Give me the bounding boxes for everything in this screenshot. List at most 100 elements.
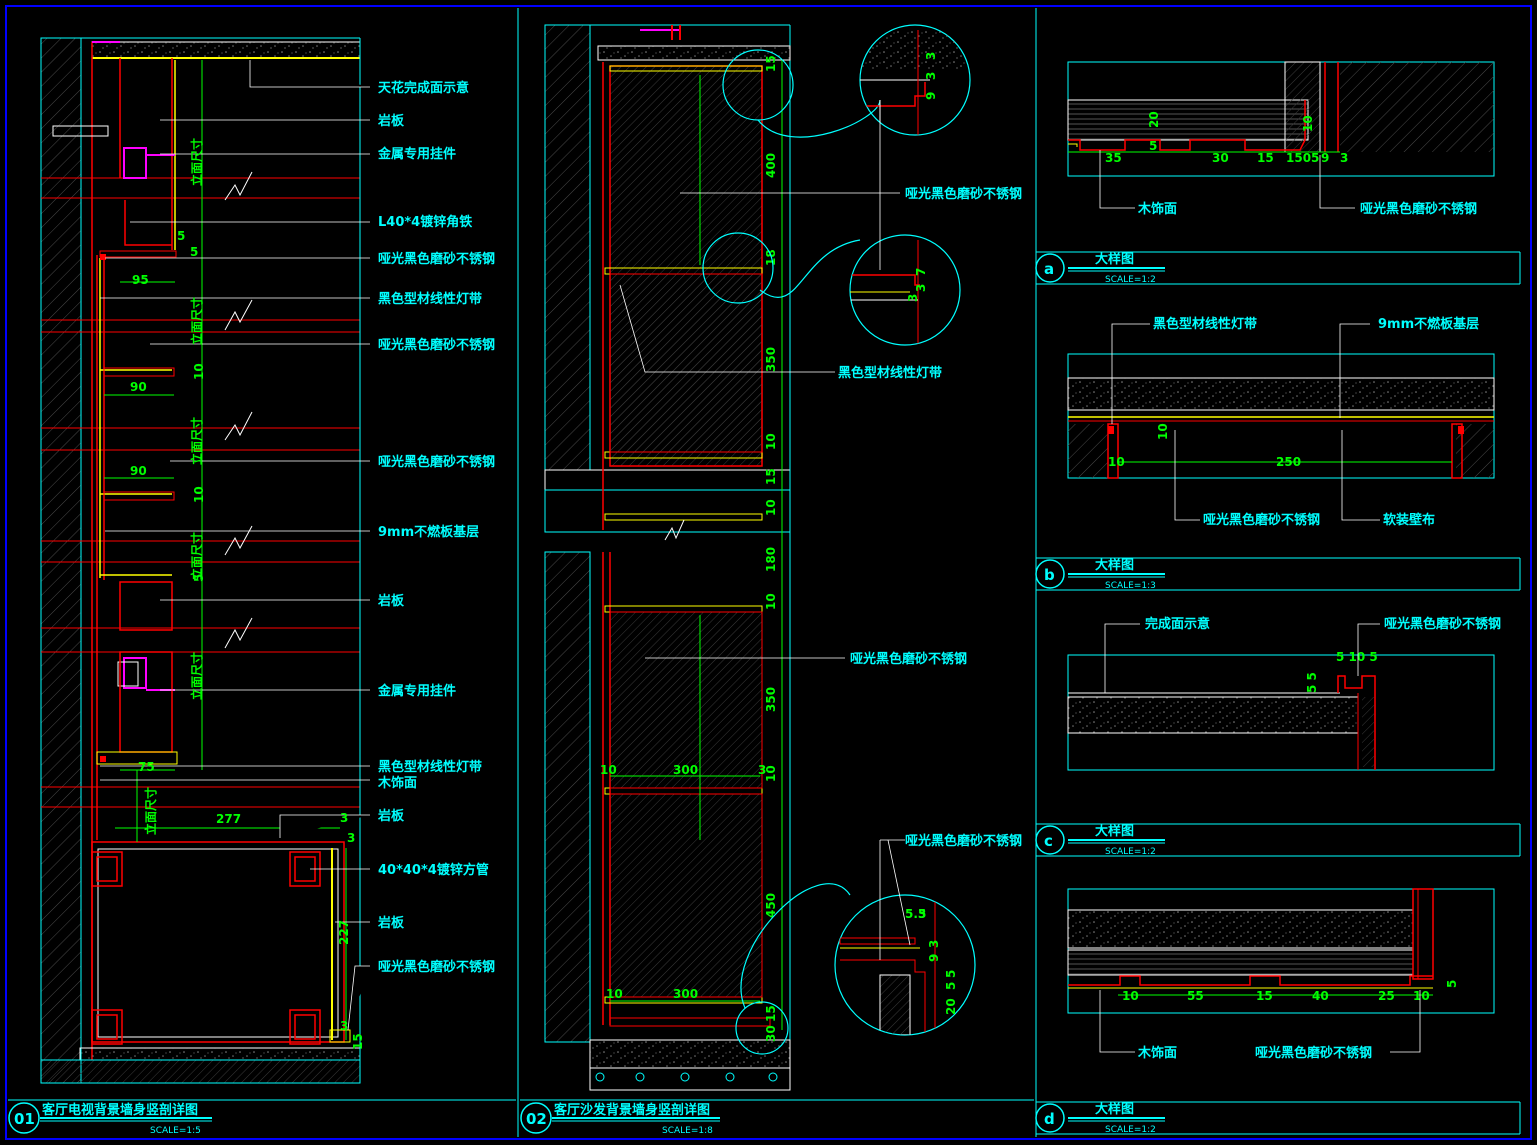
p1-label-13: 木饰面 xyxy=(377,775,417,791)
d-dim-1: 10 xyxy=(1122,989,1139,1003)
b-scale: SCALE=1:3 xyxy=(1105,581,1156,591)
b-letter: b xyxy=(1044,566,1055,584)
d-dim-4: 40 xyxy=(1312,989,1329,1003)
d-scale: SCALE=1:2 xyxy=(1105,1125,1156,1135)
p1-label-10: 岩板 xyxy=(377,593,405,609)
c-label-1: 完成面示意 xyxy=(1145,616,1210,632)
p1-title-number: 01 xyxy=(14,1110,35,1128)
c-scale: SCALE=1:2 xyxy=(1105,847,1156,857)
a-title: 大样图 xyxy=(1095,251,1134,267)
p1-dim-5: 90 xyxy=(130,380,147,394)
c-title: 大样图 xyxy=(1095,823,1134,839)
d-dim-7: 5 xyxy=(1445,980,1459,988)
panel-2-section: 15 400 18 350 10 15 10 180 10 350 10 450… xyxy=(520,24,1034,1136)
p2-det-dim-11: 5 xyxy=(944,970,958,978)
p1-dim-12: 227 xyxy=(337,920,351,945)
p1-label-16: 岩板 xyxy=(377,915,405,931)
p1-label-12: 黑色型材线性灯带 xyxy=(378,759,482,775)
p2-vdim-9: 10 xyxy=(764,593,778,610)
p2-hdim-1: 10 xyxy=(600,763,617,777)
p2-vdim-2: 400 xyxy=(764,153,778,178)
p1-dim-13: 3 xyxy=(340,1019,348,1033)
p1-label-2: 岩板 xyxy=(377,113,405,129)
d-dim-5: 25 xyxy=(1378,989,1395,1003)
p1-label-8: 哑光黑色磨砂不锈钢 xyxy=(378,454,495,470)
d-dim-2: 55 xyxy=(1187,989,1204,1003)
detail-b: 10 10 250 黑色型材线性灯带 9mm不燃板基层 哑光黑色磨砂不锈钢 软装… xyxy=(1035,316,1521,591)
p1-label-3: 金属专用挂件 xyxy=(377,146,456,162)
p2-det-dim-10: 9 xyxy=(927,954,941,962)
a-dim-6: 5 xyxy=(1311,151,1319,165)
a-label-1: 木饰面 xyxy=(1137,201,1177,217)
p2-label-2: 黑色型材线性灯带 xyxy=(838,365,942,381)
p2-vdim-14: 30 xyxy=(764,1025,778,1042)
p2-label-1: 哑光黑色磨砂不锈钢 xyxy=(905,186,1022,202)
p2-det-dim-7: 5.5 xyxy=(905,907,926,921)
p1-dim-4: 10 xyxy=(192,363,206,380)
a-dim-8: 3 xyxy=(1340,151,1348,165)
b-dim-1: 10 xyxy=(1108,455,1125,469)
sheet-border xyxy=(5,5,1532,1140)
p2-hdim-4: 10 xyxy=(606,987,623,1001)
p1-dim-6: 90 xyxy=(130,464,147,478)
a-dim-3: 30 xyxy=(1212,151,1229,165)
p1-label-7: 哑光黑色磨砂不锈钢 xyxy=(378,337,495,353)
p1-title: 客厅电视背景墙身竖剖详图 xyxy=(42,1102,198,1118)
p1-dim-15: 3 xyxy=(347,831,355,845)
a-scale: SCALE=1:2 xyxy=(1105,275,1156,285)
p1-elev-1: 立面尺寸 xyxy=(189,138,204,186)
p2-det-dim-4: 7 xyxy=(914,268,928,276)
p2-label-3: 哑光黑色磨砂不锈钢 xyxy=(850,651,967,667)
b-dim-3: 250 xyxy=(1276,455,1301,469)
p1-label-17: 哑光黑色磨砂不锈钢 xyxy=(378,959,495,975)
p2-title-number: 02 xyxy=(526,1110,547,1128)
p1-label-15: 40*40*4镀锌方管 xyxy=(378,862,489,878)
c-dim-2: 5 5 xyxy=(1305,672,1319,693)
b-dim-2: 10 xyxy=(1156,423,1170,440)
p2-vdim-13: 15 xyxy=(764,1005,778,1022)
panel-1-section: 天花完成面示意 岩板 金属专用挂件 L40*4镀锌角铁 哑光黑色磨砂不锈钢 黑色… xyxy=(8,37,516,1136)
b-title: 大样图 xyxy=(1095,557,1134,573)
p1-dim-11: 3 xyxy=(340,811,348,825)
p1-label-6: 黑色型材线性灯带 xyxy=(378,291,482,307)
p2-vdim-8: 180 xyxy=(764,547,778,572)
p1-scale: SCALE=1:5 xyxy=(150,1126,201,1136)
p1-dim-9: 75 xyxy=(138,760,155,774)
d-dim-6: 10 xyxy=(1413,989,1430,1003)
a-dim-9: 20 xyxy=(1147,111,1161,128)
p2-vdim-6: 15 xyxy=(764,468,778,485)
p2-det-dim-5: 3 xyxy=(914,284,928,292)
p2-vdim-11: 10 xyxy=(764,765,778,782)
p1-elev-2: 立面尺寸 xyxy=(189,297,204,345)
a-label-2: 哑光黑色磨砂不锈钢 xyxy=(1360,201,1477,217)
p1-elev-4: 立面尺寸 xyxy=(189,532,204,580)
d-label-2: 哑光黑色磨砂不锈钢 xyxy=(1255,1045,1372,1061)
p1-label-9: 9mm不燃板基层 xyxy=(378,524,479,540)
p1-label-4: L40*4镀锌角铁 xyxy=(378,214,472,230)
d-dim-3: 15 xyxy=(1256,989,1273,1003)
p1-dim-1: 5 xyxy=(177,229,185,243)
d-letter: d xyxy=(1044,1110,1055,1128)
p2-det-dim-13: 20 xyxy=(944,998,958,1015)
p1-elev-6: 立面尺寸 xyxy=(143,787,158,835)
p1-label-1: 天花完成面示意 xyxy=(378,80,469,96)
p2-det-dim-9: 3 xyxy=(927,940,941,948)
p2-det-dim-3: 9 xyxy=(924,92,938,100)
b-label-4: 软装壁布 xyxy=(1383,512,1435,528)
b-label-1: 黑色型材线性灯带 xyxy=(1153,316,1257,332)
p2-vdim-7: 10 xyxy=(764,499,778,516)
p1-elev-3: 立面尺寸 xyxy=(189,417,204,465)
p2-vdim-10: 350 xyxy=(764,687,778,712)
p1-dim-7: 10 xyxy=(192,486,206,503)
p2-vdim-1: 15 xyxy=(764,55,778,72)
p2-title: 客厅沙发背景墙身竖剖详图 xyxy=(554,1102,710,1118)
detail-a: 35 5 30 15 150 5 9 3 20 10 木饰面 哑光黑色磨砂不锈钢… xyxy=(1035,61,1521,285)
a-letter: a xyxy=(1044,260,1054,278)
p2-label-4: 哑光黑色磨砂不锈钢 xyxy=(905,833,1022,849)
b-label-2: 9mm不燃板基层 xyxy=(1378,316,1479,332)
p2-hdim-5: 300 xyxy=(673,987,698,1001)
p1-dim-10: 277 xyxy=(216,812,241,826)
c-letter: c xyxy=(1044,832,1053,850)
p2-det-dim-8: 3 xyxy=(918,907,926,921)
